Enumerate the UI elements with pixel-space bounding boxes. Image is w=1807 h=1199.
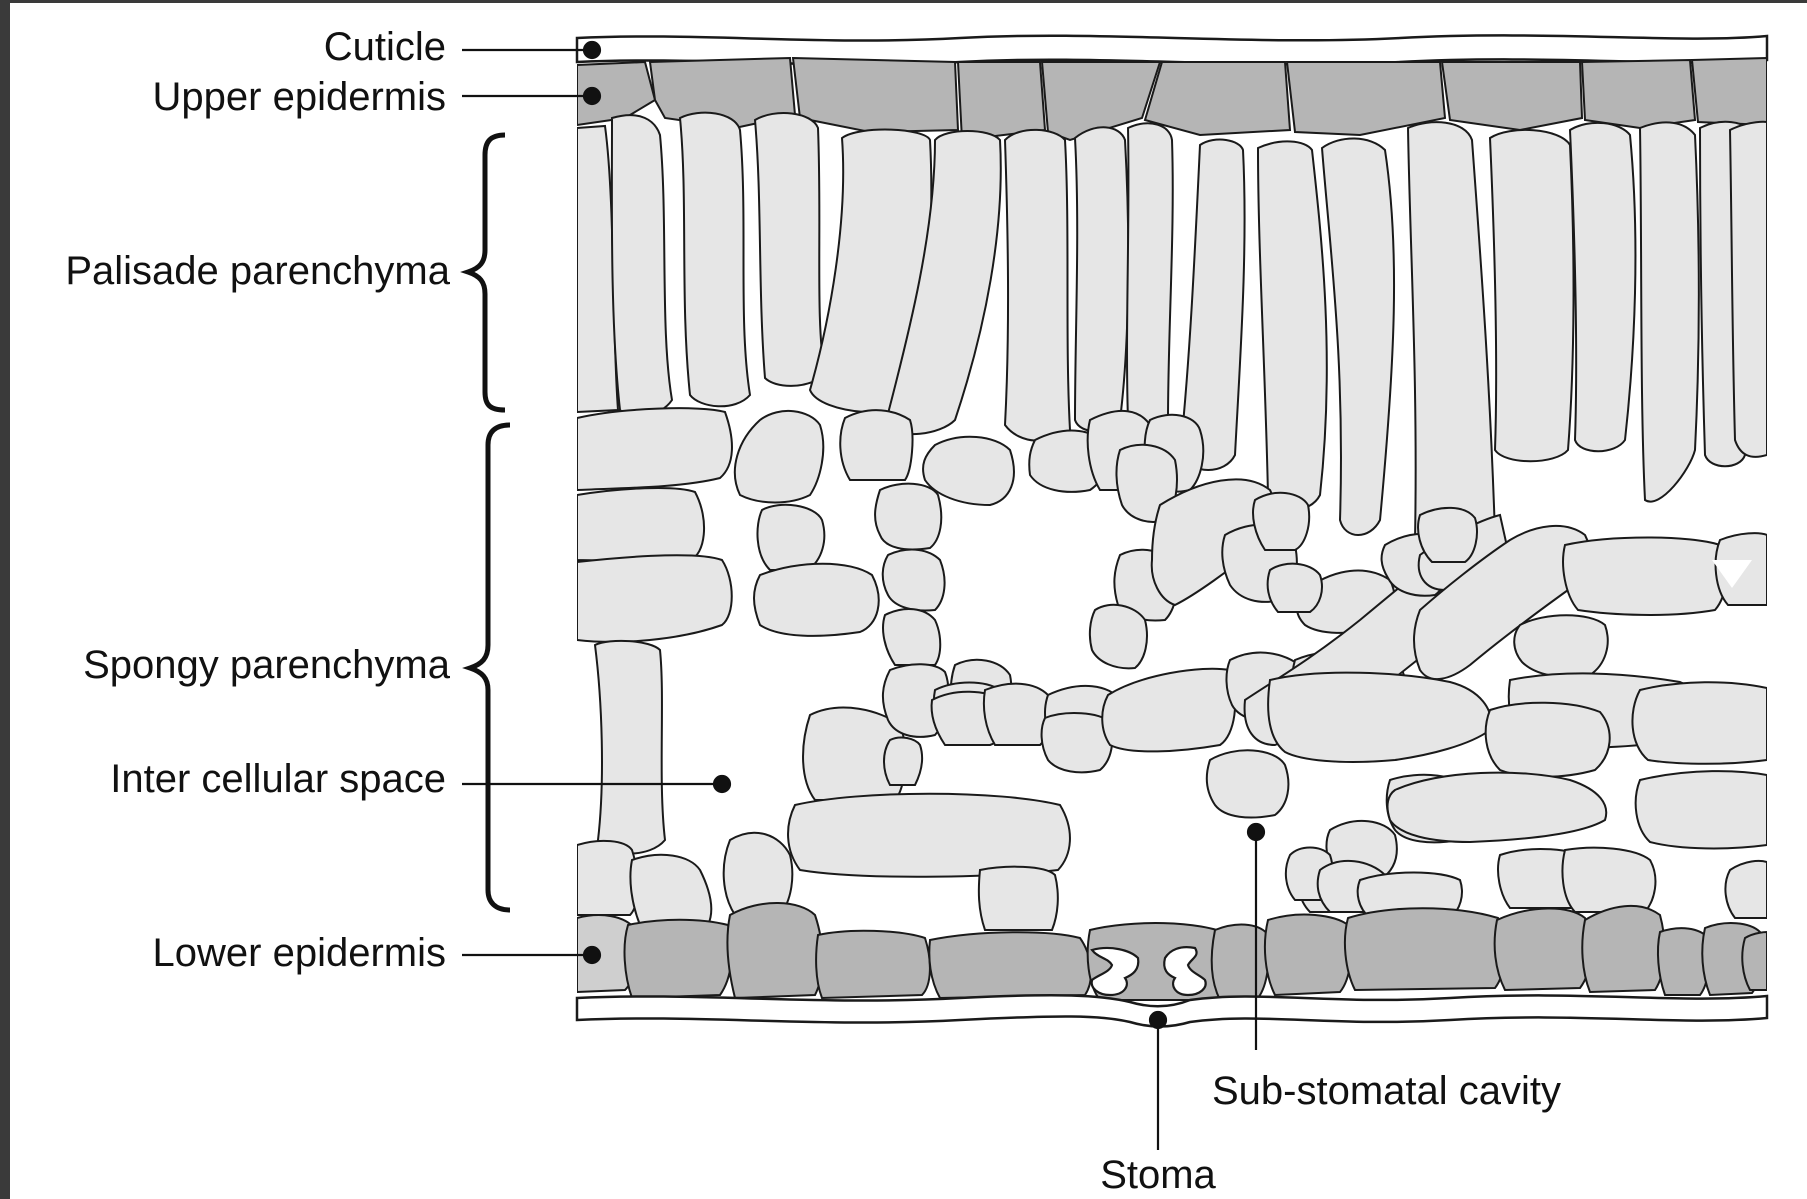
label-inter-cellular-space: Inter cellular space xyxy=(110,757,446,801)
label-cuticle: Cuticle xyxy=(324,25,446,69)
spongy-brace xyxy=(470,425,510,910)
label-lower-epidermis: Lower epidermis xyxy=(153,931,446,975)
label-sub-stomatal-cavity: Sub-stomatal cavity xyxy=(1212,1069,1561,1113)
spongy-cells xyxy=(577,408,1767,930)
palisade-brace xyxy=(468,135,505,410)
label-spongy-parenchyma: Spongy parenchyma xyxy=(83,643,451,687)
label-stoma: Stoma xyxy=(1100,1153,1216,1197)
label-palisade-parenchyma: Palisade parenchyma xyxy=(65,249,450,293)
label-upper-epidermis: Upper epidermis xyxy=(153,75,446,119)
